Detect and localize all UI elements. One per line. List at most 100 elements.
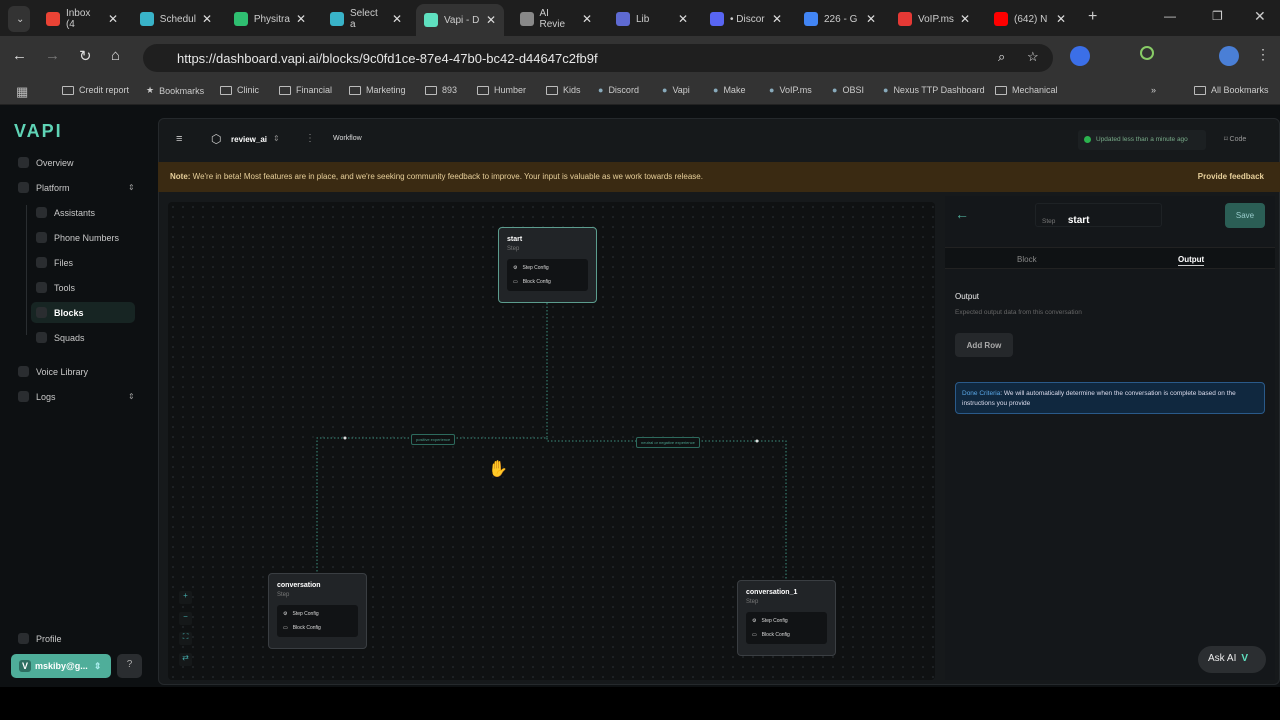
extension-icon[interactable] [1140, 46, 1154, 60]
code-button[interactable]: ⌑ Code [1224, 136, 1247, 143]
minimize-button[interactable]: — [1164, 9, 1176, 23]
browser-tab[interactable]: VoIP.ms✕ [890, 6, 978, 32]
fit-view-button[interactable]: ⛶ [179, 632, 192, 645]
browser-tab[interactable]: 226 - G✕ [796, 6, 884, 32]
restore-button[interactable]: ❐ [1212, 9, 1223, 23]
browser-tab[interactable]: Select a✕ [322, 6, 410, 32]
step-config-button[interactable]: ⚙Step Config [750, 614, 823, 628]
block-config-button[interactable]: ▭Block Config [281, 621, 354, 635]
bookmark-item[interactable]: ●VoIP.ms [769, 85, 812, 95]
layout-button[interactable]: ⇄ [179, 653, 192, 666]
close-tab-icon[interactable]: ✕ [107, 12, 118, 26]
bookmark-item[interactable]: 893 [425, 85, 457, 95]
tab-search-button[interactable]: ⌄ [8, 6, 30, 32]
close-tab-icon[interactable]: ✕ [771, 12, 782, 26]
browser-tab[interactable]: Inbox (4✕ [38, 6, 126, 32]
bookmark-item[interactable]: Clinic [220, 85, 259, 95]
edge-handle[interactable] [755, 439, 759, 443]
star-icon[interactable]: ☆ [1027, 49, 1039, 64]
browser-tab[interactable]: AI Revie✕ [512, 6, 600, 32]
sidebar-item-tools[interactable]: Tools [36, 282, 75, 293]
forward-icon[interactable]: → [45, 47, 60, 64]
sidebar-item-phone-numbers[interactable]: Phone Numbers [36, 232, 119, 243]
back-arrow-icon[interactable]: ← [955, 206, 969, 222]
block-config-button[interactable]: ▭Block Config [750, 628, 823, 642]
bookmark-item[interactable]: ●Nexus TTP Dashboard [883, 85, 985, 95]
zoom-out-button[interactable]: − [179, 612, 192, 625]
close-tab-icon[interactable]: ✕ [485, 13, 496, 27]
block-name-selector[interactable]: review_ai [231, 135, 268, 144]
close-tab-icon[interactable]: ✕ [581, 12, 592, 26]
close-tab-icon[interactable]: ✕ [865, 12, 876, 26]
close-tab-icon[interactable]: ✕ [391, 12, 402, 26]
help-button[interactable]: ? [117, 654, 142, 678]
close-tab-icon[interactable]: ✕ [295, 12, 306, 26]
edge-negative[interactable] [546, 438, 787, 580]
menu-icon[interactable]: ≡ [176, 133, 183, 145]
sidebar-item-assistants[interactable]: Assistants [36, 207, 95, 218]
home-icon[interactable]: ⌂ [111, 47, 121, 64]
sidebar-item-logs[interactable]: Logs⇕ [18, 391, 135, 402]
bookmark-item[interactable]: Mechanical [995, 85, 1058, 95]
bookmark-item[interactable]: ●Vapi [662, 85, 690, 95]
profile-avatar[interactable] [1219, 46, 1239, 66]
browser-tab[interactable]: (642) N✕ [986, 6, 1074, 32]
bookmark-item[interactable]: Credit report [62, 85, 129, 95]
browser-tab[interactable]: Schedul✕ [132, 6, 220, 32]
bookmark-item[interactable]: ●Discord [598, 85, 639, 95]
tab-output[interactable]: Output [1178, 255, 1205, 266]
browser-tab[interactable]: • Discor✕ [702, 6, 790, 32]
sidebar-item-squads[interactable]: Squads [36, 332, 85, 343]
close-tab-icon[interactable]: ✕ [677, 12, 688, 26]
bookmark-item[interactable]: Financial [279, 85, 332, 95]
close-tab-icon[interactable]: ✕ [1055, 12, 1066, 26]
tab-block[interactable]: Block [1017, 255, 1037, 264]
sidebar-item-blocks[interactable]: Blocks [31, 302, 135, 323]
step-config-button[interactable]: ⚙Step Config [511, 261, 584, 275]
sidebar-item-overview[interactable]: Overview [18, 157, 74, 168]
sidebar-item-platform[interactable]: Platform⇕ [18, 182, 135, 193]
extension-icon[interactable] [1070, 46, 1090, 66]
step-name-field[interactable]: Step start [1035, 203, 1162, 227]
new-tab-button[interactable]: + [1088, 8, 1098, 25]
url-input[interactable]: https://dashboard.vapi.ai/blocks/9c0fd1c… [143, 44, 1053, 72]
close-tab-icon[interactable]: ✕ [959, 12, 970, 26]
sidebar-profile[interactable]: Profile [18, 633, 62, 644]
save-button[interactable]: Save [1225, 203, 1265, 228]
provide-feedback-link[interactable]: Provide feedback [1197, 172, 1264, 181]
close-window-button[interactable]: ✕ [1254, 8, 1266, 24]
sidebar-item-files[interactable]: Files [36, 257, 73, 268]
tab-workflow[interactable]: Workflow [333, 135, 362, 142]
step-config-button[interactable]: ⚙Step Config [281, 607, 354, 621]
bookmark-item[interactable]: ●OBSI [832, 85, 864, 95]
close-tab-icon[interactable]: ✕ [201, 12, 212, 26]
all-bookmarks[interactable]: All Bookmarks [1194, 85, 1269, 95]
edge-label-negative[interactable]: neutral or negative experience [636, 437, 700, 448]
more-icon[interactable]: ⋮ [305, 133, 315, 144]
browser-tab[interactable]: Physitra✕ [226, 6, 314, 32]
zoom-icon[interactable]: ⌕ [998, 49, 1006, 64]
edge-handle[interactable] [343, 436, 347, 440]
zoom-in-button[interactable]: + [179, 591, 192, 604]
bookmark-item[interactable]: Kids [546, 85, 581, 95]
add-row-button[interactable]: Add Row [955, 333, 1013, 357]
chevron-updown-icon[interactable]: ⇕ [273, 134, 280, 143]
more-bookmarks-icon[interactable]: » [1151, 85, 1157, 95]
block-config-button[interactable]: ▭Block Config [511, 275, 584, 289]
browser-tab[interactable]: Vapi - D✕ [416, 4, 504, 36]
menu-icon[interactable]: ⋮ [1256, 46, 1270, 62]
apps-icon[interactable]: ▦ [16, 84, 29, 99]
browser-tab[interactable]: Lib✕ [608, 6, 696, 32]
bookmark-item[interactable]: Marketing [349, 85, 406, 95]
back-icon[interactable]: ← [12, 47, 27, 64]
bookmark-item[interactable]: ★Bookmarks [146, 85, 204, 96]
edge-label-positive[interactable]: positive experience [411, 434, 456, 445]
reload-icon[interactable]: ↻ [79, 48, 92, 65]
bookmark-item[interactable]: ●Make [713, 85, 745, 95]
sidebar-item-voice-library[interactable]: Voice Library [18, 366, 88, 377]
